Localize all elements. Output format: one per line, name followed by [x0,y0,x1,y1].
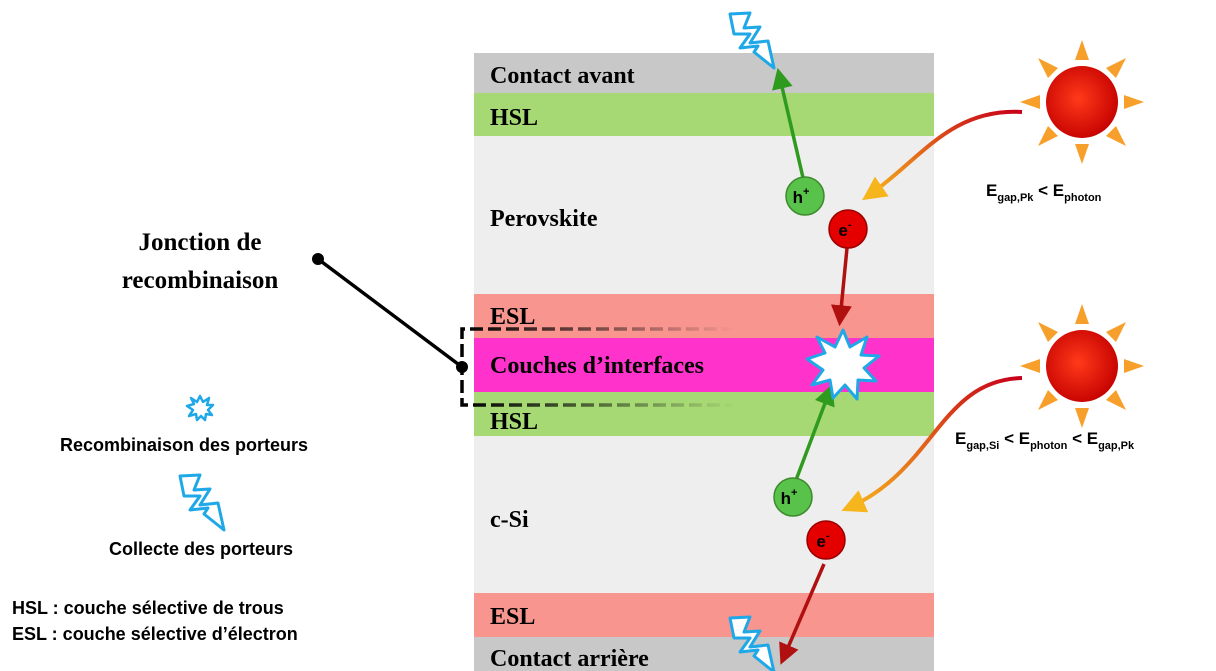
legend-hsl-definition: HSL : couche sélective de trous [12,598,284,618]
layer-esl-bottom [474,593,934,637]
label-hsl-top: HSL [490,105,538,131]
photon-energy-top: Egap,Pk < Ephoton [986,181,1102,204]
hole-top-label: h [793,188,803,207]
legend-collection-icon [178,473,226,532]
lightning-top-icon [728,11,776,70]
layer-contact-avant [474,53,934,93]
photon-ray-bottom [841,376,1023,513]
hole-bottom: h+ [773,477,813,517]
sun-bottom-icon [1020,304,1144,428]
legend-esl-definition: ESL : couche sélective d’électron [12,624,298,644]
layer-hsl-bottom [474,392,934,436]
electron-top-label: e [838,221,847,240]
electron-arrow-bottom [779,563,826,665]
electron-arrow-top [830,247,852,327]
label-interfaces: Couches d’interfaces [490,353,704,379]
hole-bottom-label: h [781,489,791,508]
junction-label-line1: Jonction de [139,229,262,256]
electron-bottom-label: e [816,532,825,551]
label-contact-avant: Contact avant [490,63,635,89]
svg-text:h+: h+ [793,186,810,207]
electron-bottom: e- [806,520,846,560]
label-esl-top: ESL [490,304,535,330]
layer-hsl-top [474,93,934,136]
layer-csi [474,436,934,593]
legend-collection-label: Collecte des porteurs [109,539,293,559]
layer-contact-arriere [474,637,934,671]
lightning-bottom-icon [728,615,776,671]
label-contact-arriere: Contact arrière [490,646,649,671]
svg-text:e-: e- [816,530,829,551]
photon-energy-bottom: Egap,Si < Ephoton < Egap,Pk [955,429,1135,452]
label-csi: c-Si [490,507,529,533]
label-hsl-bottom: HSL [490,409,538,435]
svg-text:h+: h+ [781,487,798,508]
junction-label-line2: recombinaison [122,267,279,294]
legend-recombination-icon [185,394,215,422]
svg-text:e-: e- [838,219,851,240]
layer-esl-top [474,294,934,338]
label-perovskite: Perovskite [490,206,598,232]
junction-pointer [312,253,468,373]
hole-top: h+ [785,176,825,216]
label-esl-bottom: ESL [490,604,535,630]
sun-top-icon [1020,40,1144,164]
layer-stack [474,53,934,671]
photon-ray-top [862,109,1023,201]
electron-top: e- [828,209,868,249]
legend-recombination-label: Recombinaison des porteurs [60,435,308,455]
recombination-burst-icon [805,328,881,401]
hole-arrow-bottom [794,384,835,481]
hole-arrow-top [772,67,806,183]
